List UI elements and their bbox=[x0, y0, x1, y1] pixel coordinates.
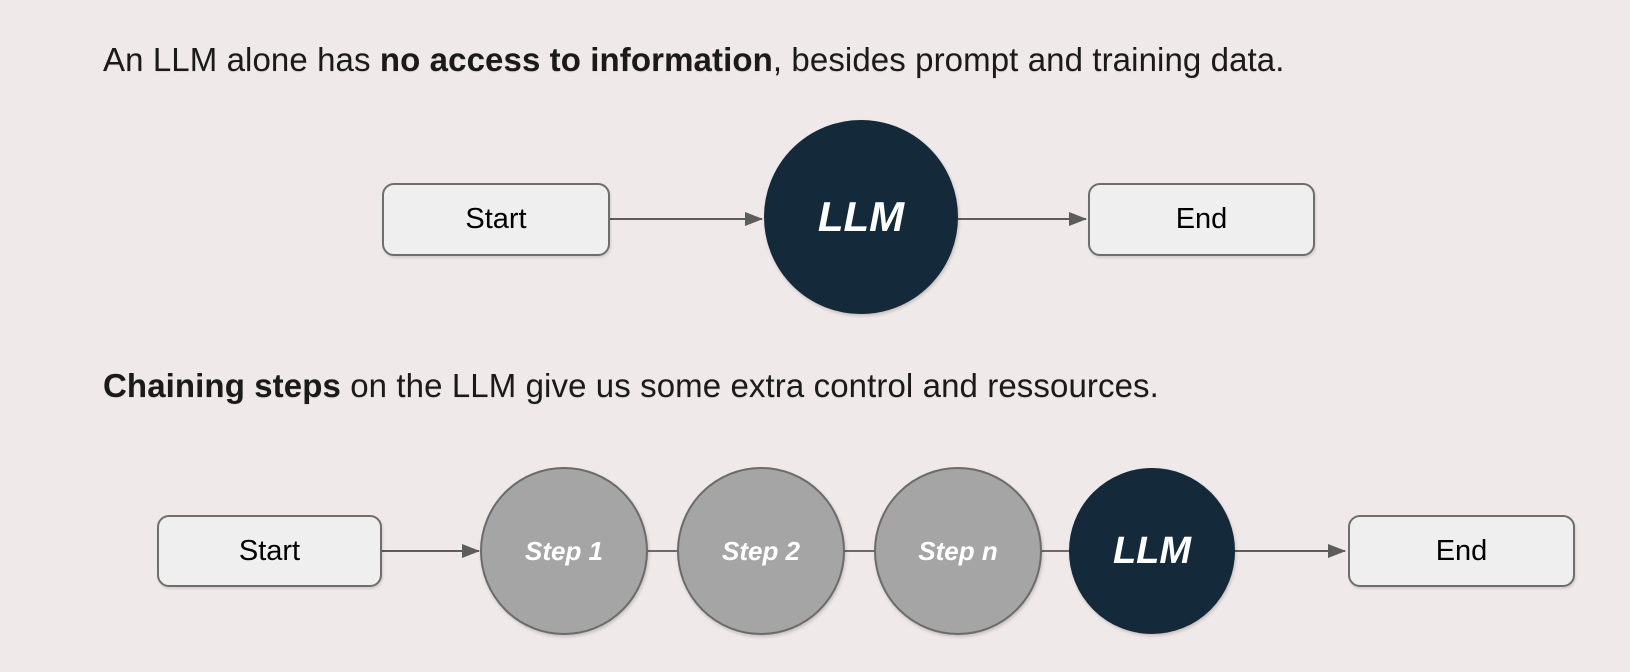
end-node-bottom: End bbox=[1348, 515, 1575, 587]
start-node-bottom-label: Start bbox=[238, 534, 301, 567]
step-1-label: Step 1 bbox=[524, 535, 604, 566]
llm-node-top-label: LLM bbox=[817, 193, 905, 240]
start-node-bottom: Start bbox=[157, 515, 382, 587]
connector-step1-step2 bbox=[645, 550, 681, 552]
connector-stepn-llm bbox=[1038, 550, 1072, 552]
caption-llm-alone: An LLM alone has no access to informatio… bbox=[103, 38, 1285, 82]
llm-node-bottom: LLM bbox=[1069, 468, 1235, 634]
start-node-top: Start bbox=[382, 183, 610, 256]
arrow-start-to-step1 bbox=[382, 544, 480, 558]
llm-node-top: LLM bbox=[764, 120, 958, 314]
step-2-label: Step 2 bbox=[721, 535, 801, 566]
end-node-top: End bbox=[1088, 183, 1315, 256]
caption-llm-alone-bold: no access to information bbox=[379, 41, 773, 78]
llm-node-bottom-label: LLM bbox=[1112, 529, 1192, 572]
step-n-node: Step n bbox=[874, 467, 1042, 635]
arrow-llm-to-end-top bbox=[958, 212, 1087, 226]
caption-llm-alone-pre: An LLM alone has bbox=[103, 41, 380, 78]
step-n-label: Step n bbox=[918, 535, 998, 566]
step-1-node: Step 1 bbox=[480, 467, 648, 635]
caption-chaining-steps: Chaining steps on the LLM give us some e… bbox=[103, 364, 1159, 408]
caption-chaining-steps-post: on the LLM give us some extra control an… bbox=[340, 367, 1159, 404]
arrow-start-to-llm-top bbox=[610, 212, 763, 226]
end-node-bottom-label: End bbox=[1435, 534, 1488, 567]
end-node-top-label: End bbox=[1175, 203, 1228, 235]
caption-llm-alone-post: , besides prompt and training data. bbox=[772, 41, 1285, 78]
connector-step2-stepn bbox=[842, 550, 878, 552]
arrow-llm-to-end-bottom bbox=[1235, 544, 1346, 558]
start-node-top-label: Start bbox=[465, 203, 527, 235]
caption-chaining-steps-bold: Chaining steps bbox=[103, 367, 341, 404]
step-2-node: Step 2 bbox=[677, 467, 845, 635]
